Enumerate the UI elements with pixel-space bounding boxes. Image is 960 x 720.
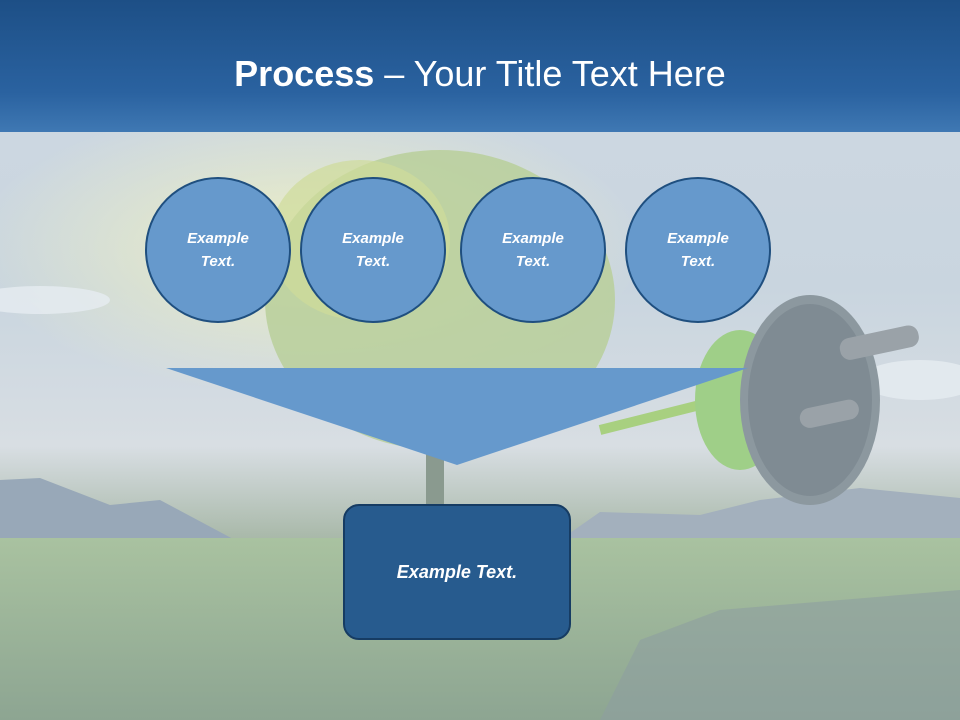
process-circle-3: Example Text. xyxy=(460,177,606,323)
title-bold: Process xyxy=(234,53,375,94)
process-circle-1: Example Text. xyxy=(145,177,291,323)
process-circle-2: Example Text. xyxy=(300,177,446,323)
result-box: Example Text. xyxy=(343,504,571,640)
title-rest: – Your Title Text Here xyxy=(374,53,726,94)
circle-2-label: Example Text. xyxy=(342,230,404,270)
result-box-label: Example Text. xyxy=(396,561,518,582)
process-circle-4: Example Text. xyxy=(625,177,771,323)
circle-3-label: Example Text. xyxy=(502,230,564,270)
title-bar xyxy=(0,0,960,132)
slide-title: Process – Your Title Text Here xyxy=(0,52,960,96)
circle-4-label: Example Text. xyxy=(667,230,729,270)
circle-1-label: Example Text. xyxy=(187,230,249,270)
